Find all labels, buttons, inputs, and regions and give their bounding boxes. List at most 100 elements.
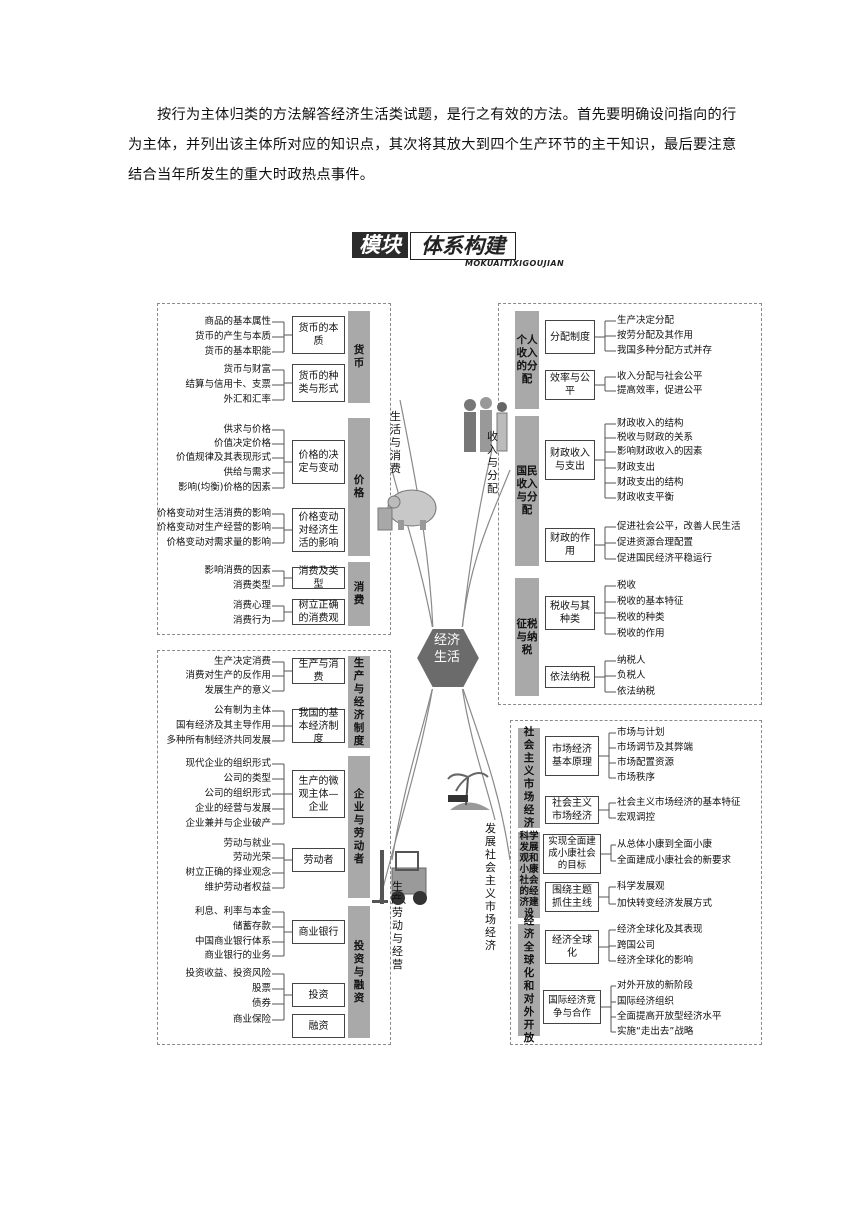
- leaf: 公司的类型: [223, 773, 271, 784]
- leaf: 公司的组织形式: [204, 788, 271, 799]
- group-taxation: 征税与纳税: [515, 578, 539, 696]
- leaf: 经济全球化的影响: [617, 955, 694, 966]
- leaf: 全面提高开放型经济水平: [617, 1011, 722, 1022]
- leaf: 企业兼并与企业破产: [185, 818, 271, 829]
- leaf: 储蓄存款: [232, 921, 271, 932]
- node-price-determination: 价格的决定与变动: [292, 440, 345, 484]
- title-part1: 模块: [352, 232, 408, 258]
- node-consumption-types: 消费及类型: [292, 566, 345, 590]
- node-laborer: 劳动者: [292, 848, 345, 872]
- node-fiscal-role: 财政的作用: [545, 528, 595, 562]
- leaf: 提高效率，促进公平: [617, 385, 703, 396]
- leaf: 多种所有制经济共同发展: [166, 735, 271, 746]
- group-investment-financing: 投资与融资: [348, 906, 370, 1038]
- leaf: 供求与价格: [223, 424, 271, 435]
- group-production-system: 生产与经济制度: [348, 656, 370, 748]
- leaf: 债券: [251, 998, 271, 1009]
- leaf: 加快转变经济发展方式: [617, 898, 713, 909]
- leaf: 促进资源合理配置: [617, 537, 694, 548]
- branch-production: 生产、劳动与经营: [391, 880, 413, 971]
- leaf: 价格变动对生活消费的影响: [156, 508, 271, 519]
- leaf: 消费行为: [232, 615, 271, 626]
- node-enterprise: 生产的微观主体—企业: [292, 770, 345, 818]
- leaf: 货币与财富: [223, 364, 271, 375]
- hub-line2: 生活: [433, 650, 460, 665]
- leaf: 发展生产的意义: [204, 685, 271, 696]
- quadrant-income-distribution: [498, 303, 762, 705]
- leaf: 维护劳动者权益: [204, 882, 271, 893]
- node-consumption-view: 树立正确的消费观: [292, 599, 345, 625]
- leaf: 价格变动对需求量的影响: [166, 537, 271, 548]
- leaf: 社会主义市场经济的基本特征: [617, 797, 741, 808]
- leaf: 税收的基本特征: [617, 596, 684, 607]
- group-personal-income: 个人收入的分配: [515, 311, 539, 409]
- group-scientific-development: 科学发展观和小康社会的经济建设: [518, 831, 540, 919]
- leaf: 影响财政收入的因素: [617, 446, 703, 457]
- group-currency: 货币: [348, 311, 370, 403]
- leaf: 按劳分配及其作用: [617, 330, 694, 341]
- node-intl-competition: 国际经济竞争与合作: [543, 990, 601, 1024]
- node-basic-economic-system: 我国的基本经济制度: [292, 708, 345, 745]
- leaf: 货币的产生与本质: [194, 331, 271, 342]
- title-pinyin: MOKUAITIXIGOUJIAN: [465, 259, 565, 268]
- node-theme-mainline: 围绕主题抓住主线: [545, 882, 599, 912]
- leaf: 实施“走出去”战略: [617, 1026, 694, 1037]
- leaf: 促进国民经济平稳运行: [617, 553, 713, 564]
- quadrant-production: [157, 650, 391, 1045]
- people-illustration: [464, 397, 508, 452]
- leaf: 消费类型: [232, 580, 271, 591]
- leaf: 科学发展观: [617, 881, 665, 892]
- leaf: 货币的基本职能: [204, 346, 271, 357]
- leaf: 中国商业银行体系: [194, 936, 271, 947]
- node-tax-types: 税收与其种类: [545, 596, 595, 630]
- leaf: 我国多种分配方式并存: [617, 345, 713, 356]
- leaf: 财政支出的结构: [617, 477, 684, 488]
- leaf: 财政收支平衡: [617, 492, 675, 503]
- leaf: 对外开放的新阶段: [617, 980, 694, 991]
- leaf: 国有经济及其主导作用: [175, 720, 271, 731]
- node-financing: 融资: [292, 1014, 345, 1038]
- node-distribution-system: 分配制度: [545, 320, 595, 354]
- branch-life-consumption: 生活与消费: [390, 410, 401, 475]
- forklift-illustration: [372, 850, 427, 905]
- leaf: 外汇和汇率: [223, 394, 271, 405]
- leaf: 从总体小康到全面小康: [617, 839, 713, 850]
- group-socialist-market: 社会主义市场经济: [518, 726, 540, 829]
- node-socialist-market-economy: 社会主义市场经济: [545, 796, 599, 824]
- group-price: 价格: [348, 418, 370, 556]
- leaf: 负税人: [617, 670, 646, 681]
- node-commercial-bank: 商业银行: [292, 920, 345, 944]
- quadrant-life-consumption: [157, 303, 391, 635]
- leaf: 利息、利率与本金: [194, 906, 271, 917]
- group-national-income: 国民收入与分配: [515, 416, 539, 566]
- leaf: 财政收入的结构: [617, 418, 684, 429]
- node-economic-globalization: 经济全球化: [545, 930, 599, 964]
- leaf: 商业银行的业务: [204, 950, 271, 961]
- leaf: 商品的基本属性: [204, 316, 271, 327]
- quadrant-market-economy: [510, 720, 762, 1045]
- node-currency-forms: 货币的种类与形式: [292, 364, 345, 402]
- leaf: 影响(均衡)价格的因素: [178, 482, 271, 493]
- group-enterprise-labor: 企业与劳动者: [348, 756, 370, 898]
- node-investment: 投资: [292, 983, 345, 1007]
- module-title: 模块 体系构建 MOKUAITIXIGOUJIAN: [352, 232, 565, 272]
- leaf: 劳动与就业: [223, 838, 271, 849]
- hub-label: 经济 生活: [418, 632, 476, 666]
- node-moderately-prosperous: 实现全面建成小康社会的目标: [543, 834, 601, 874]
- leaf: 促进社会公平，改善人民生活: [617, 521, 741, 532]
- leaf: 国际经济组织: [617, 996, 675, 1007]
- leaf: 投资收益、投资风险: [185, 968, 271, 979]
- leaf: 价值规律及其表现形式: [175, 452, 271, 463]
- leaf: 价格变动对生产经营的影响: [156, 522, 271, 533]
- group-consumption: 消费: [348, 562, 370, 626]
- leaf: 生产决定分配: [617, 315, 675, 326]
- node-fiscal-revenue: 财政收入与支出: [545, 440, 595, 480]
- leaf: 生产决定消费: [213, 656, 271, 667]
- title-part2: 体系构建: [410, 232, 516, 260]
- branch-market-economy: 发展社会主义市场经济: [485, 822, 496, 952]
- leaf: 消费心理: [232, 600, 271, 611]
- leaf: 财政支出: [617, 462, 656, 473]
- leaf: 跨国公司: [617, 940, 656, 951]
- node-price-impact: 价格变动对经济生活的影响: [292, 508, 345, 552]
